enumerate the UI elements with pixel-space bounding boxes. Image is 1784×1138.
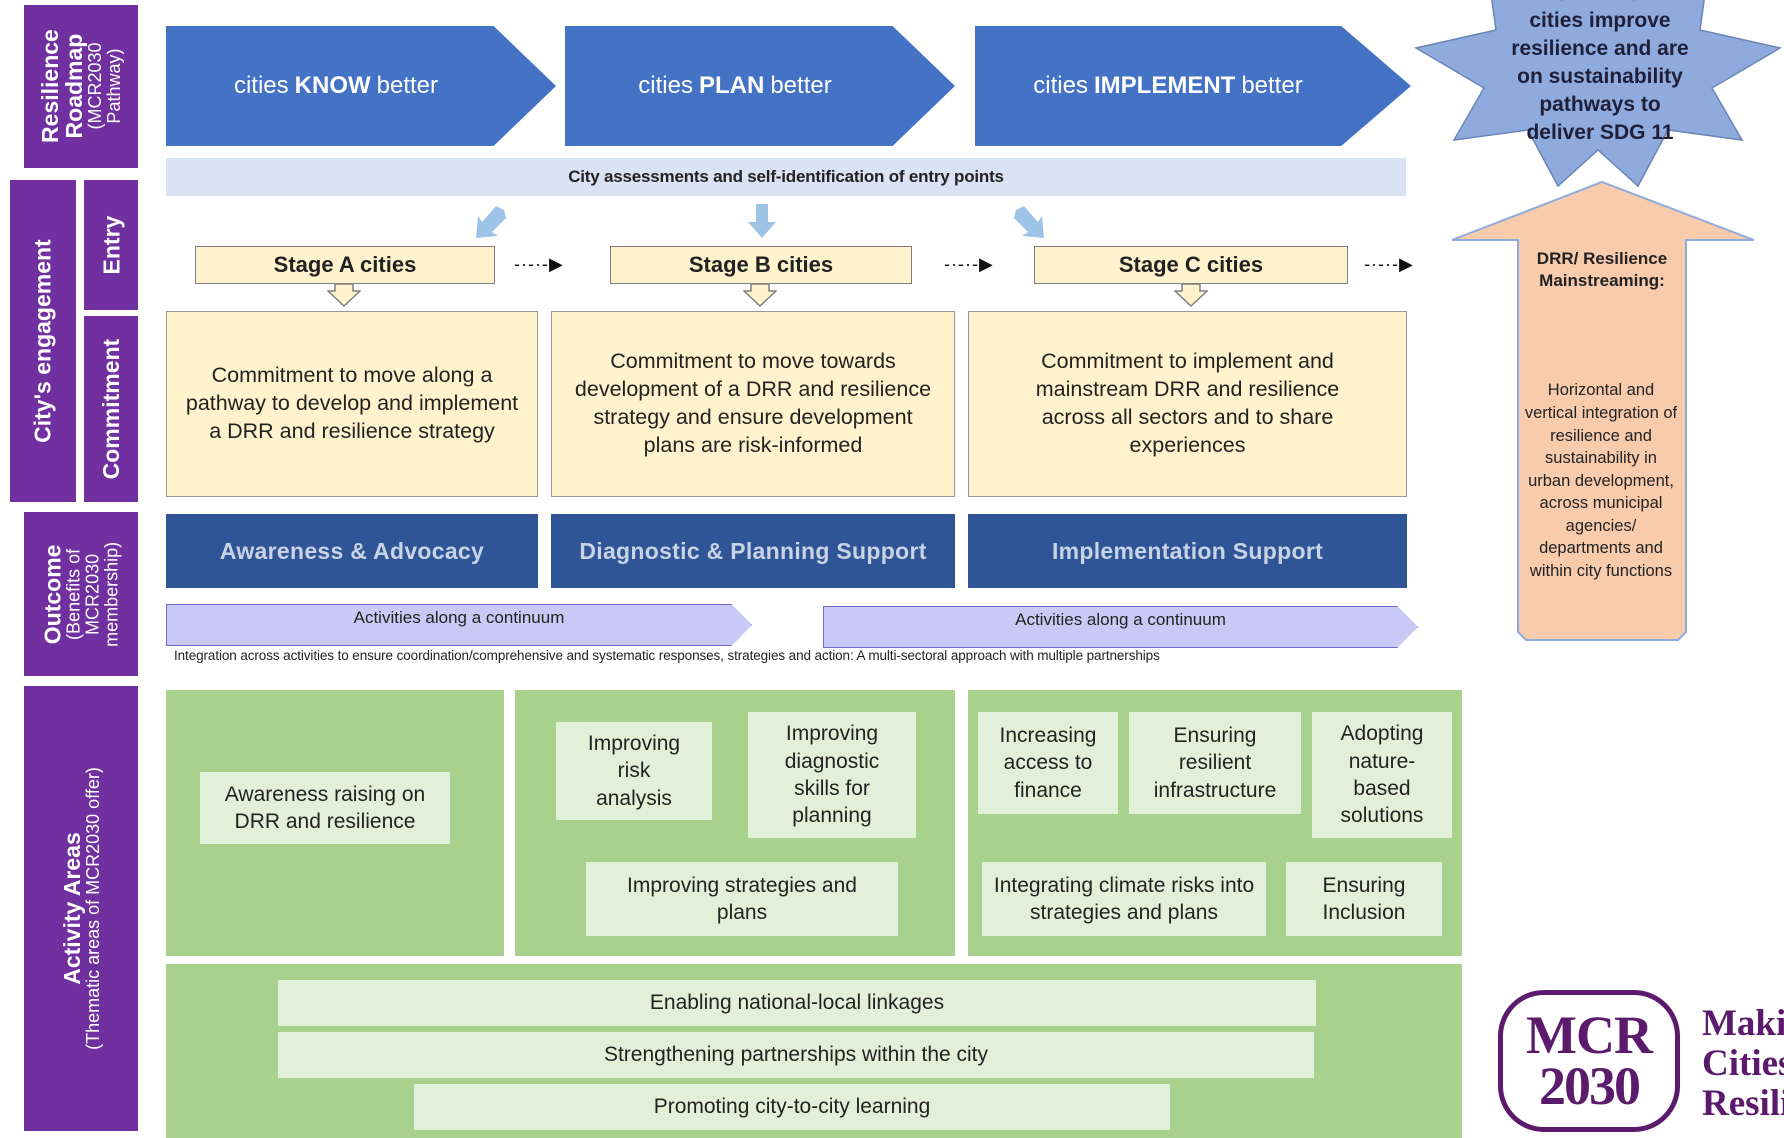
continuum-arrow-1: Activities along a continuum <box>166 604 752 646</box>
activity-access-finance: Increasing access to finance <box>978 712 1118 814</box>
goal-star <box>1413 0 1783 188</box>
outcome-awareness: Awareness & Advocacy <box>166 514 538 588</box>
outcome-label-box <box>24 512 138 676</box>
know-chevron: cities KNOW better <box>166 26 556 146</box>
goal-star-text: cities improve resilience and are on sus… <box>1511 9 1689 144</box>
entry-arrow-c-icon <box>1014 206 1044 238</box>
commitment-b: Commitment to move towards development o… <box>551 311 955 497</box>
activity-diagnostic-skills: Improving diagnostic skills for planning <box>748 712 916 838</box>
assessment-bar: City assessments and self-identification… <box>166 158 1406 196</box>
roadmap-label: Resilience Roadmap (MCR2030 Pathway) <box>36 29 125 144</box>
mainstreaming-arrow <box>1451 180 1755 641</box>
plan-chevron: cities PLAN better <box>565 26 955 146</box>
stage-c-pointer-icon <box>1174 283 1208 307</box>
activity-strategies-plans: Improving strategies and plans <box>586 862 898 936</box>
entry-label-box <box>84 180 138 310</box>
mainstreaming-title: DRR/ Resilience Mainstreaming: <box>1536 248 1668 290</box>
entry-arrow-a-icon <box>476 206 506 238</box>
stage-a-pointer-icon <box>327 283 361 307</box>
activity-climate-risks: Integrating climate risks into strategie… <box>982 862 1266 936</box>
engagement-label-box <box>10 180 76 502</box>
activity-partnerships: Strengthening partnerships within the ci… <box>278 1032 1314 1078</box>
activity-national-local: Enabling national-local linkages <box>278 980 1316 1026</box>
mcr2030-logo-mark: MCR 2030 <box>1498 990 1680 1132</box>
stage-a-to-b-arrow-icon: -·-·-▶ <box>514 254 564 274</box>
stage-b-pointer-icon <box>743 283 777 307</box>
entry-arrow-b-icon <box>748 204 776 238</box>
outcome-implementation: Implementation Support <box>968 514 1407 588</box>
activity-label-box <box>24 686 138 1131</box>
commitment-c: Commitment to implement and mainstream D… <box>968 311 1407 497</box>
activity-risk-analysis: Improving risk analysis <box>556 722 712 820</box>
continuum-arrow-2: Activities along a continuum <box>823 606 1418 648</box>
activity-nature-based: Adopting nature-based solutions <box>1312 712 1452 838</box>
stage-b-to-c-arrow-icon: -·-·-▶ <box>944 254 994 274</box>
implement-chevron: cities IMPLEMENT better <box>975 26 1411 146</box>
outcome-diagnostic: Diagnostic & Planning Support <box>551 514 955 588</box>
stage-a-header: Stage A cities <box>195 246 495 284</box>
roadmap-label-box <box>24 5 138 168</box>
activity-inclusion: Ensuring Inclusion <box>1286 862 1442 936</box>
engagement-label: City's engagement <box>29 239 56 443</box>
integration-note: Integration across activities to ensure … <box>174 648 1160 663</box>
activity-awareness-raising: Awareness raising on DRR and resilience <box>200 772 450 844</box>
stage-b-header: Stage B cities <box>610 246 912 284</box>
mcr2030-logo-wordmark: Making Cities Resilient <box>1702 1003 1784 1124</box>
mainstreaming-body: Horizontal and vertical integration of r… <box>1524 381 1678 581</box>
activity-city-to-city: Promoting city-to-city learning <box>414 1084 1170 1130</box>
outcome-label: Outcome (Benefits of MCR2030 membership) <box>39 541 122 647</box>
commitment-label-box <box>84 316 138 502</box>
stage-c-header: Stage C cities <box>1034 246 1348 284</box>
entry-label: Entry <box>97 215 124 275</box>
commitment-a: Commitment to move along a pathway to de… <box>166 311 538 497</box>
activity-label: Activity Areas (Thematic areas of MCR203… <box>58 767 103 1050</box>
activity-resilient-infrastructure: Ensuring resilient infrastructure <box>1129 712 1301 814</box>
commitment-label: Commitment <box>97 338 124 480</box>
stage-c-next-arrow-icon: -·-·-▶ <box>1364 254 1414 274</box>
